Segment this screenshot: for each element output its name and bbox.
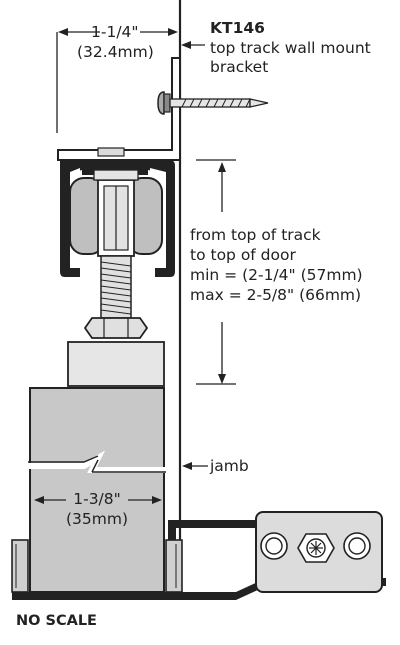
threaded-hanger-bolt (100, 255, 132, 319)
floor-guide (11, 539, 262, 600)
hex-nut (83, 317, 149, 339)
door-thickness-metric: (35mm) (65, 510, 128, 528)
track-to-door-dimension (196, 159, 236, 385)
latch-arm (168, 520, 256, 540)
anchor-plate (255, 511, 386, 593)
product-code: KT146 (210, 19, 265, 37)
bracket-width-imperial: 1-1/4" (91, 23, 139, 41)
track-to-door-max: max = 2-5/8" (66mm) (190, 286, 362, 304)
track-bolt-head (97, 147, 125, 157)
door-mounting-plate (67, 341, 165, 387)
product-description-line2: bracket (210, 58, 269, 76)
door-thickness-dimension (34, 496, 162, 504)
bracket-width-metric: (32.4mm) (77, 43, 154, 61)
product-description-line1: top track wall mount (210, 39, 371, 57)
bracket-width-dimension (56, 28, 178, 133)
door-panel (28, 387, 166, 593)
no-scale-note: NO SCALE (16, 613, 97, 629)
track-to-door-line1: from top of track (190, 226, 321, 244)
jamb-pointer-arrow (182, 462, 208, 470)
bracket-pointer-arrow (181, 41, 205, 49)
roller-carriage (69, 169, 163, 257)
track-to-door-min: min = (2-1/4" (57mm) (190, 266, 363, 284)
wall-screw (157, 91, 269, 115)
wall-mount-bracket (57, 57, 181, 161)
track-to-door-line2: to top of door (190, 246, 296, 264)
jamb-label: jamb (210, 457, 249, 475)
door-thickness-imperial: 1-3/8" (73, 490, 121, 508)
